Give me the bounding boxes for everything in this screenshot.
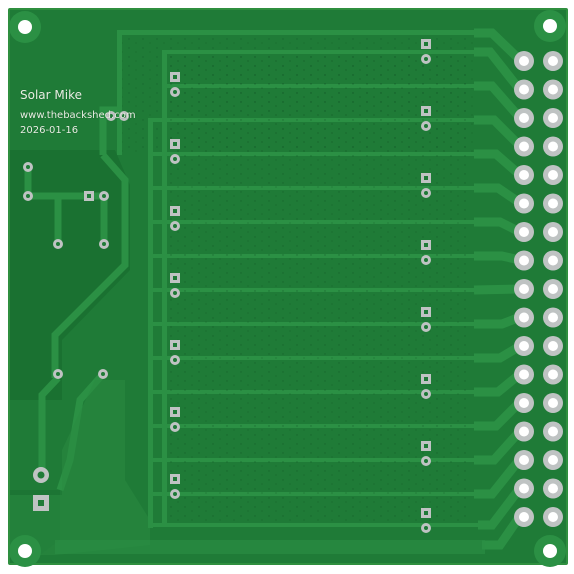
top-bus-drop <box>117 30 122 155</box>
channel-pads <box>170 39 431 533</box>
top-bus <box>117 30 477 35</box>
board-title: Solar Mike <box>20 88 82 102</box>
mounting-holes <box>9 10 566 567</box>
ground-zone-lower-left <box>10 380 150 555</box>
board-url: www.thebackshed.com <box>20 110 136 121</box>
left-power-zone <box>10 150 130 400</box>
left-component-pads <box>23 111 129 511</box>
left-bus-b <box>162 50 167 525</box>
board-date: 2026-01-16 <box>20 125 79 136</box>
header-connector <box>514 51 563 527</box>
bottom-bus <box>55 540 485 554</box>
fanout-traces <box>473 28 524 550</box>
